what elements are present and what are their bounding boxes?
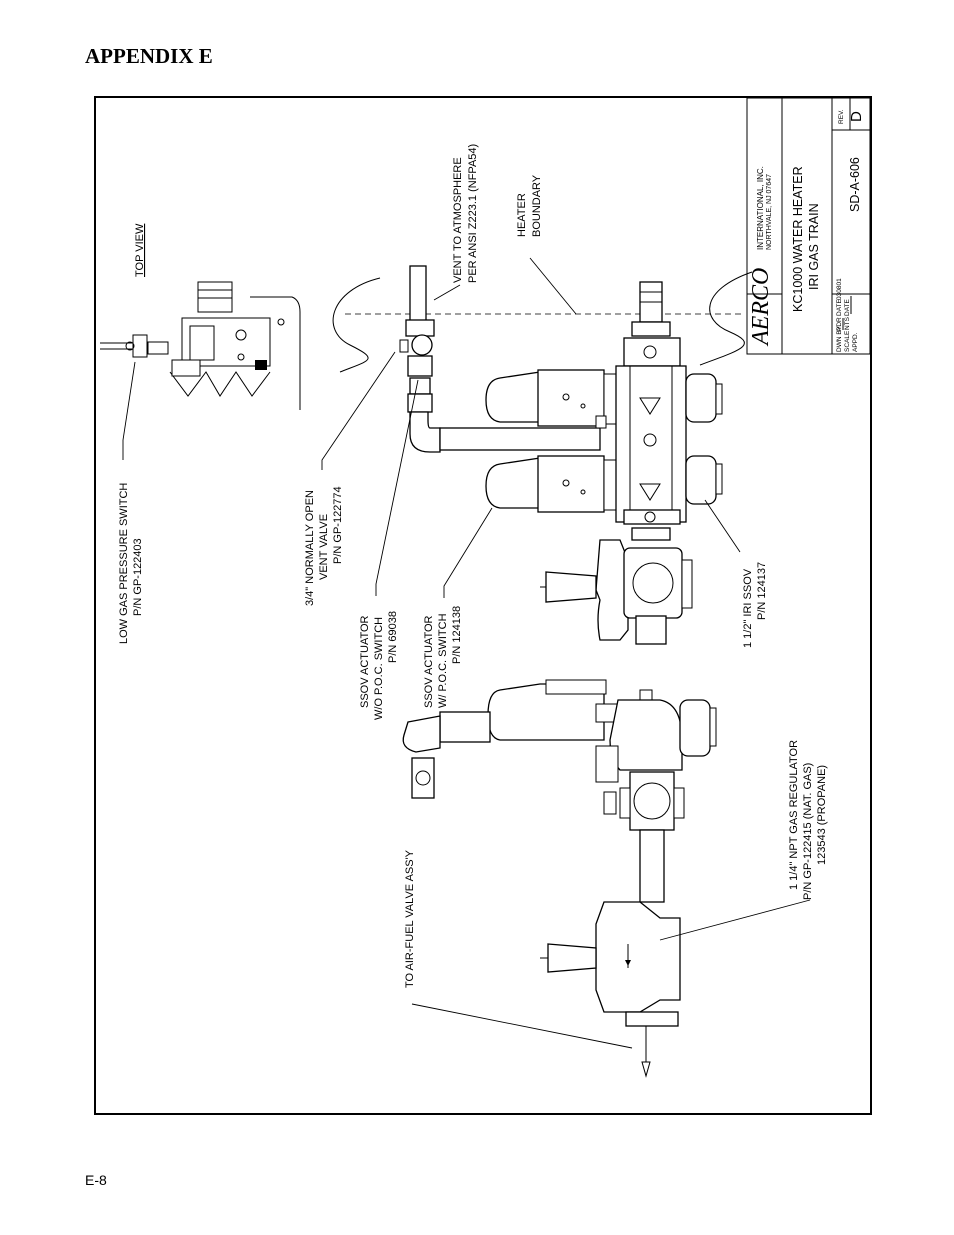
- rev-label: REV.: [838, 109, 845, 124]
- label-vent-atmosphere-2: PER ANSI Z223.1 (NFPA54): [467, 144, 479, 283]
- label-regulator-2: P/N GP-122415 (NAT. GAS): [802, 763, 814, 900]
- company-name: INTERNATIONAL, INC.: [756, 166, 765, 250]
- heater-boundary: [332, 271, 753, 373]
- label-vent-atmosphere-1: VENT TO ATMOSPHERE: [452, 157, 464, 283]
- dwn-by-label: DWN BY: [836, 325, 843, 352]
- label-vent-valve-3: P/N GP-122774: [332, 486, 344, 564]
- label-regulator-1: 1 1/4" NPT GAS REGULATOR: [788, 740, 800, 890]
- label-low-gas-1: LOW GAS PRESSURE SWITCH: [118, 483, 130, 644]
- ssov-actuator-upper: [485, 369, 627, 429]
- gas-regulator: [540, 771, 685, 1078]
- label-iri-ssov-2: P/N 124137: [756, 562, 768, 620]
- leader-lines: [122, 257, 811, 1049]
- low-gas-pressure-switch: [540, 527, 693, 645]
- label-vent-valve-1: 3/4" NORMALLY OPEN: [304, 490, 316, 606]
- label-vent-valve-2: VENT VALVE: [318, 514, 330, 580]
- dwn-by-value: PDR: [836, 317, 843, 331]
- aerco-logo: AERCO: [748, 268, 774, 347]
- ssov-with-poc: [402, 679, 717, 815]
- scale-value: NTS: [844, 316, 851, 330]
- title-block: AERCO INTERNATIONAL, INC. NORTHVALE, NJ …: [746, 97, 871, 355]
- label-regulator-3: 123543 (PROPANE): [816, 765, 828, 865]
- company-address: NORTHVALE, NJ 07647: [766, 174, 773, 250]
- scale-label: SCALE: [844, 330, 851, 352]
- date-label-1: DATE: [836, 298, 843, 316]
- label-ssov-w-1: SSOV ACTUATOR: [423, 615, 435, 708]
- drawing-title-1: KC1000 WATER HEATER: [791, 166, 805, 312]
- date-label-2: DATE: [844, 298, 851, 316]
- page-number: E-8: [85, 1172, 107, 1188]
- appendix-title: APPENDIX E: [85, 44, 213, 68]
- drawing-number: SD-A-606: [848, 157, 862, 212]
- label-heater-2: BOUNDARY: [531, 174, 543, 237]
- label-ssov-wo-2: W/O P.O.C. SWITCH: [373, 617, 385, 720]
- rev-value: D: [848, 111, 865, 122]
- drawing-title-2: IRI GAS TRAIN: [807, 203, 821, 290]
- label-top-view: TOP VIEW: [134, 223, 146, 277]
- callout-labels: TOP VIEW LOW GAS PRESSURE SWITCH P/N GP-…: [118, 144, 828, 988]
- ssov-actuator-lower: [485, 455, 627, 513]
- label-air-fuel: TO AIR-FUEL VALVE ASS'Y: [404, 849, 416, 988]
- label-low-gas-2: P/N GP-122403: [132, 538, 144, 616]
- appd-label: APPD.: [852, 332, 859, 352]
- label-ssov-w-2: W/ P.O.C. SWITCH: [437, 613, 449, 708]
- label-heater-1: HEATER: [516, 193, 528, 237]
- top-view: [100, 281, 301, 410]
- date-value-1: 030801: [836, 278, 843, 300]
- iri-ssov-valve: [615, 281, 723, 525]
- drawing-border: [94, 96, 872, 1115]
- label-ssov-w-3: P/N 124138: [451, 606, 463, 664]
- vent-valve-assembly: [399, 265, 601, 453]
- label-ssov-wo-1: SSOV ACTUATOR: [359, 615, 371, 708]
- label-iri-ssov-1: 1 1/2" IRI SSOV: [742, 568, 754, 648]
- label-ssov-wo-3: P/N 69038: [387, 611, 399, 663]
